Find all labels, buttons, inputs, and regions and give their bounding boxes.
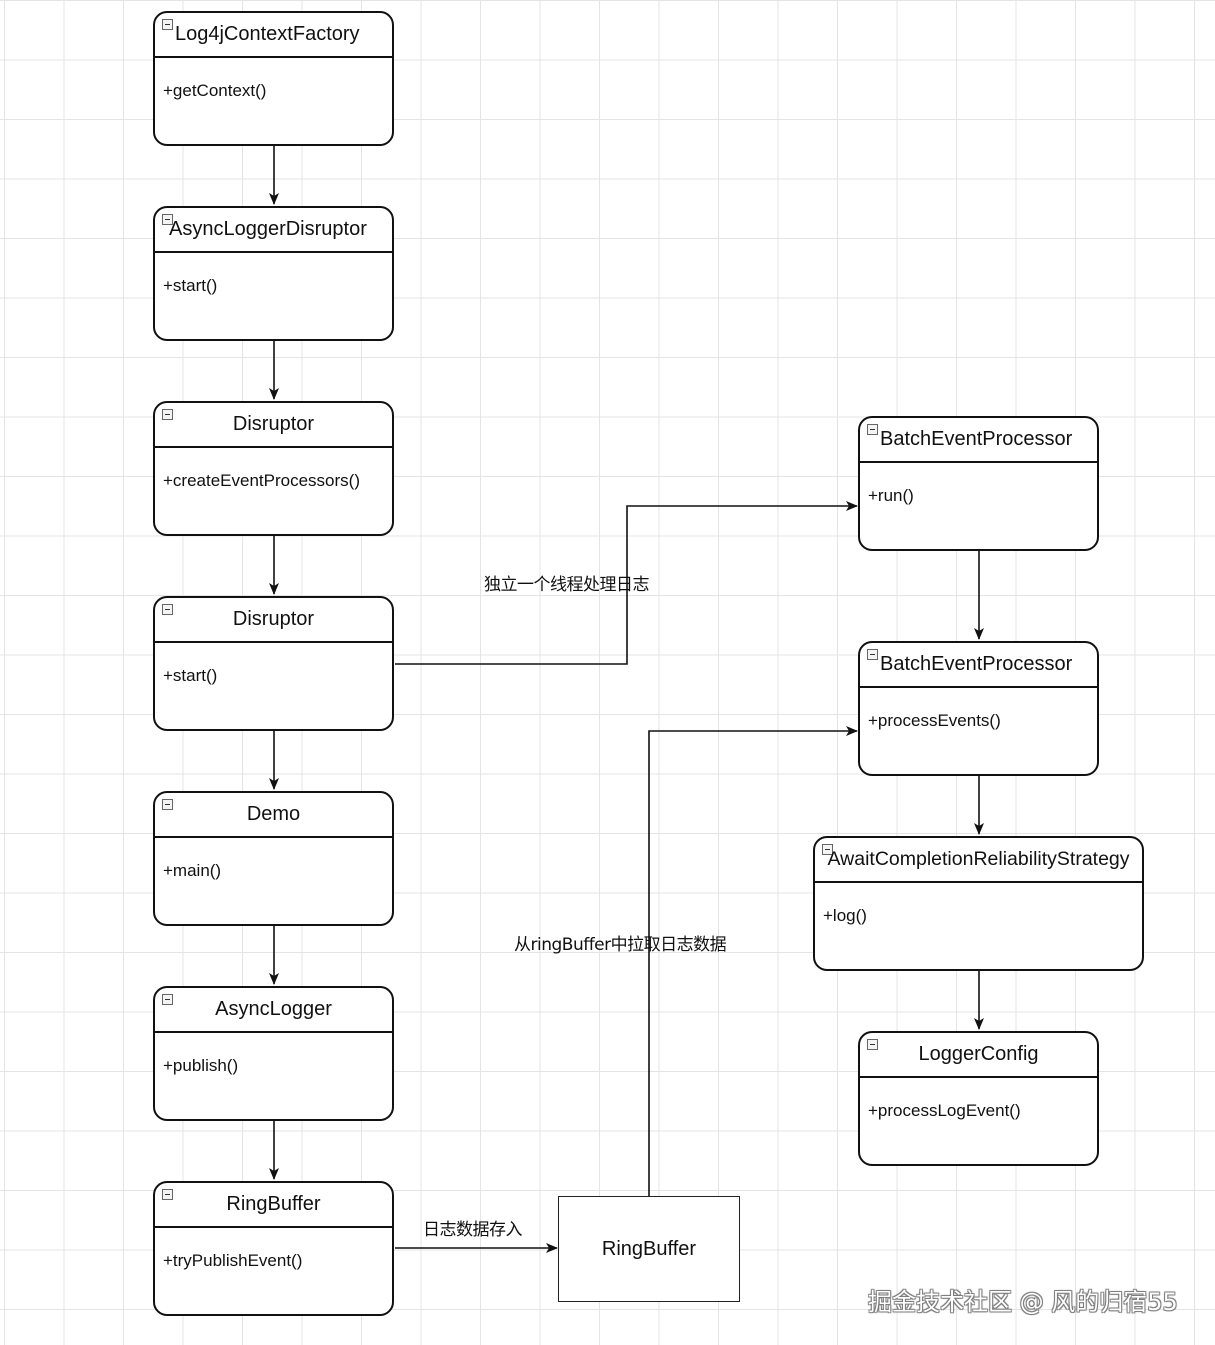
class-title: BatchEventProcessor: [860, 643, 1097, 688]
ring-buffer-store-box[interactable]: RingBuffer: [558, 1196, 740, 1302]
edge-label-thread: 独立一个线程处理日志: [484, 575, 650, 595]
collapse-icon[interactable]: [867, 1039, 878, 1050]
collapse-icon[interactable]: [162, 994, 173, 1005]
edge-disruptor-start-to-batch-run: [395, 501, 858, 665]
class-title: Disruptor: [155, 403, 392, 448]
class-method: +main(): [163, 861, 222, 880]
class-node-logger-config[interactable]: LoggerConfig +processLogEvent(): [858, 1031, 1099, 1166]
watermark: 掘金技术社区 @ 风的归宿55: [868, 1288, 1178, 1316]
collapse-icon[interactable]: [162, 1189, 173, 1200]
class-title: AsyncLoggerDisruptor: [155, 208, 392, 253]
class-method: +start(): [163, 666, 218, 685]
class-method: +log(): [823, 906, 867, 925]
ring-buffer-store-label: RingBuffer: [601, 1237, 697, 1260]
class-node-disruptor-create[interactable]: Disruptor +createEventProcessors(): [153, 401, 394, 536]
collapse-icon[interactable]: [162, 799, 173, 810]
class-title: Disruptor: [155, 598, 392, 643]
class-node-disruptor-start[interactable]: Disruptor +start(): [153, 596, 394, 731]
class-method: +createEventProcessors(): [163, 471, 360, 490]
collapse-icon[interactable]: [822, 844, 833, 855]
class-node-demo[interactable]: Demo +main(): [153, 791, 394, 926]
class-method: +start(): [163, 276, 218, 295]
edge-label-pull: 从ringBuffer中拉取日志数据: [514, 935, 727, 955]
collapse-icon[interactable]: [162, 19, 173, 30]
class-title: Demo: [155, 793, 392, 838]
class-node-batch-event-processor-run[interactable]: BatchEventProcessor +run(): [858, 416, 1099, 551]
class-node-async-logger-disruptor[interactable]: AsyncLoggerDisruptor +start(): [153, 206, 394, 341]
class-title: Log4jContextFactory: [155, 13, 392, 58]
class-node-await-completion-strategy[interactable]: AwaitCompletionReliabilityStrategy +log(…: [813, 836, 1144, 971]
class-method: +tryPublishEvent(): [163, 1251, 303, 1270]
class-method: +getContext(): [163, 81, 267, 100]
class-method: +processLogEvent(): [868, 1101, 1021, 1120]
class-title: LoggerConfig: [860, 1033, 1097, 1078]
collapse-icon[interactable]: [162, 409, 173, 420]
edge-store-to-batch-process: [648, 726, 858, 1196]
class-node-ring-buffer-publish[interactable]: RingBuffer +tryPublishEvent(): [153, 1181, 394, 1316]
class-title: AsyncLogger: [155, 988, 392, 1033]
collapse-icon[interactable]: [162, 604, 173, 615]
collapse-icon[interactable]: [867, 424, 878, 435]
class-title: RingBuffer: [155, 1183, 392, 1228]
class-node-batch-event-processor-process[interactable]: BatchEventProcessor +processEvents(): [858, 641, 1099, 776]
class-node-log4j-context-factory[interactable]: Log4jContextFactory +getContext(): [153, 11, 394, 146]
class-title: BatchEventProcessor: [860, 418, 1097, 463]
class-method: +publish(): [163, 1056, 239, 1075]
class-method: +processEvents(): [868, 711, 1001, 730]
class-method: +run(): [868, 486, 914, 505]
class-title: AwaitCompletionReliabilityStrategy: [815, 838, 1142, 883]
collapse-icon[interactable]: [867, 649, 878, 660]
class-node-async-logger[interactable]: AsyncLogger +publish(): [153, 986, 394, 1121]
edge-label-store: 日志数据存入: [423, 1220, 523, 1240]
collapse-icon[interactable]: [162, 214, 173, 225]
